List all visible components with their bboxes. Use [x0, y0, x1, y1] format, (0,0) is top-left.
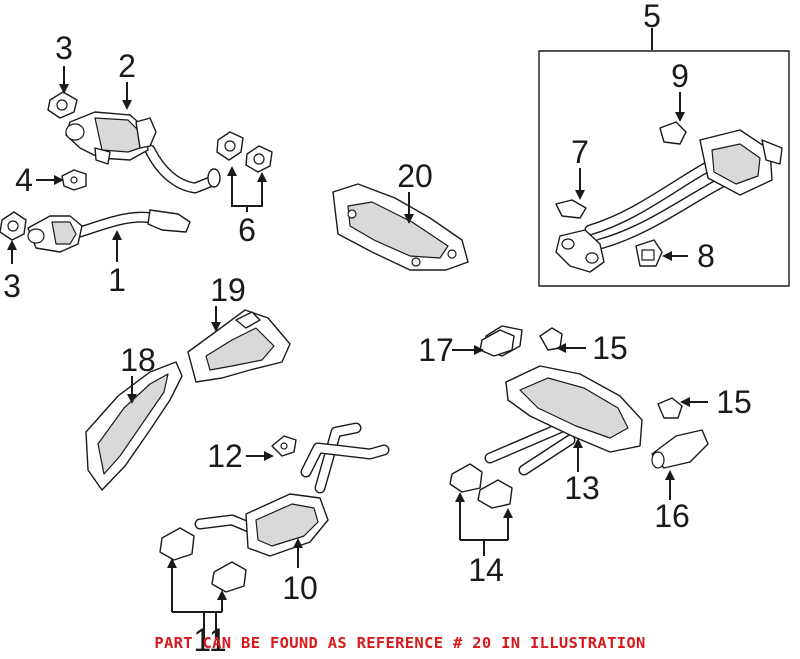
callout-4: 4 [15, 162, 33, 198]
callout-2: 2 [118, 48, 136, 84]
callout-14: 14 [468, 552, 504, 588]
callout-13: 13 [564, 470, 600, 506]
reference-note: PART CAN BE FOUND AS REFERENCE # 20 IN I… [154, 634, 646, 652]
gasket-lower [0, 211, 27, 241]
clamps-11 [159, 527, 247, 593]
clamps-14 [449, 463, 513, 509]
callout-9: 9 [671, 58, 689, 94]
gaskets-6 [216, 131, 273, 173]
muffler-10 [194, 422, 390, 557]
heat-shield-19 [187, 309, 291, 383]
callout-3-lower: 3 [3, 268, 21, 304]
catalytic-converter-upper [65, 111, 221, 194]
callout-19: 19 [210, 272, 246, 308]
callout-8: 8 [697, 238, 715, 274]
callout-5: 5 [643, 0, 661, 34]
heat-shield-18 [85, 361, 183, 491]
callout-17: 17 [418, 332, 454, 368]
bracket-4 [61, 169, 87, 191]
callout-15-lower: 15 [716, 384, 752, 420]
catalytic-converter-lower [27, 209, 191, 253]
callout-7: 7 [571, 134, 589, 170]
callout-10: 10 [282, 570, 318, 606]
callout-16: 16 [654, 498, 690, 534]
callout-1: 1 [108, 262, 126, 298]
tailpipe-tip-16 [651, 429, 709, 469]
assembly-5-box [538, 50, 790, 287]
callout-18: 18 [120, 342, 156, 378]
callout-15-upper: 15 [592, 330, 628, 366]
callout-6: 6 [238, 212, 256, 248]
heat-shield-20 [332, 183, 469, 271]
clip-12 [271, 435, 297, 457]
callout-3-upper: 3 [55, 30, 73, 66]
gasket-upper [47, 91, 78, 119]
callout-12: 12 [207, 438, 243, 474]
callout-20: 20 [397, 158, 433, 194]
callout-11: 11 [193, 622, 227, 658]
leader-lines [6, 28, 708, 640]
